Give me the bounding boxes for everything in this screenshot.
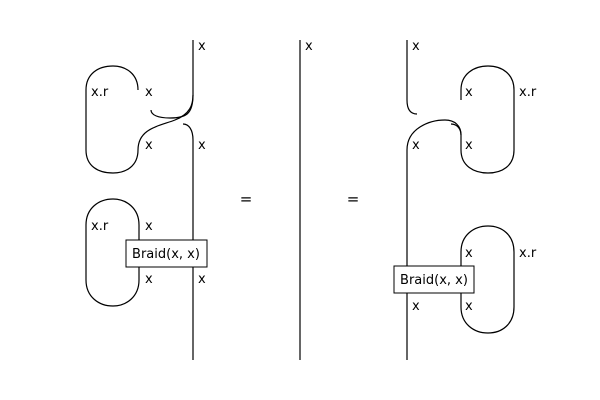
label-xr: x.r	[91, 85, 109, 100]
right-diagram: Braid(x, x) x x x.r x x x x.r x x	[393, 39, 537, 360]
label-x: x	[145, 138, 153, 153]
label-x: x	[145, 272, 153, 287]
left-strand-top	[150, 40, 194, 119]
equals-sign-right: =	[347, 190, 360, 208]
label-x: x	[465, 246, 473, 261]
label-x: x	[465, 85, 473, 100]
left-strand-bottom	[182, 123, 194, 360]
right-strand-bottom	[406, 65, 515, 360]
left-bottom-loop	[85, 198, 140, 307]
label-x: x	[465, 138, 473, 153]
equals-sign-left: =	[240, 190, 253, 208]
label-x: x	[198, 272, 206, 287]
label-xr: x.r	[91, 219, 109, 234]
right-strand-crossing	[450, 123, 462, 136]
right-braid-label: Braid(x, x)	[400, 273, 468, 288]
left-diagram: Braid(x, x) x x.r x x x x.r x x x	[85, 39, 208, 360]
label-x: x	[145, 219, 153, 234]
label-x: x	[145, 85, 153, 100]
label-x: x	[305, 39, 313, 54]
right-braid-box	[393, 265, 475, 294]
label-x: x	[198, 39, 206, 54]
left-top-loop	[85, 65, 194, 174]
label-x: x	[412, 138, 420, 153]
label-xr: x.r	[519, 85, 537, 100]
left-braid-box	[125, 239, 208, 268]
label-xr: x.r	[519, 246, 537, 261]
middle-diagram: x	[299, 39, 313, 360]
right-bottom-loop	[460, 225, 515, 334]
label-x: x	[198, 138, 206, 153]
right-strand-top	[406, 40, 418, 115]
label-x: x	[412, 299, 420, 314]
label-x: x	[412, 39, 420, 54]
label-x: x	[465, 299, 473, 314]
left-braid-label: Braid(x, x)	[132, 247, 200, 262]
